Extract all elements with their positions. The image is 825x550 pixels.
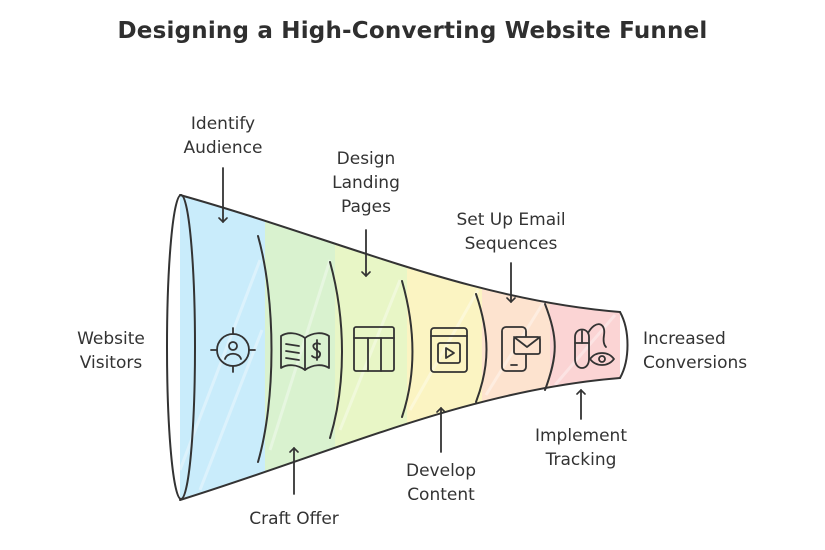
mouse-eye-icon — [574, 323, 615, 369]
stage-dividers — [257, 235, 556, 463]
divider-2 — [329, 261, 343, 439]
stage-band-2 — [265, 195, 335, 500]
start-label: Website Visitors — [77, 329, 145, 373]
label-arrows — [218, 167, 586, 495]
stage-band-6 — [550, 195, 620, 500]
divider-1 — [257, 235, 273, 463]
divider-4 — [475, 293, 488, 403]
end-label: Increased Conversions — [643, 329, 748, 373]
stage-label-implement-tracking: Implement Tracking — [534, 426, 627, 470]
video-content-icon — [430, 327, 468, 373]
layout-template-icon — [353, 326, 395, 372]
diagram-title: Designing a High-Converting Website Funn… — [117, 18, 708, 44]
funnel-outline — [166, 194, 629, 501]
stage-label-identify-audience: Identify Audience — [183, 114, 263, 158]
stage-label-email-sequences: Set Up Email Sequences — [456, 210, 566, 254]
divider-3 — [401, 280, 414, 418]
stage-label-develop-content: Develop Content — [406, 461, 476, 505]
stage-label-design-landing-pages: Design Landing Pages — [332, 149, 400, 217]
open-book-dollar-icon — [280, 332, 330, 371]
mobile-email-icon — [501, 326, 541, 372]
target-user-icon — [210, 327, 256, 373]
stage-label-craft-offer: Craft Offer — [249, 509, 339, 529]
divider-5 — [544, 303, 556, 391]
